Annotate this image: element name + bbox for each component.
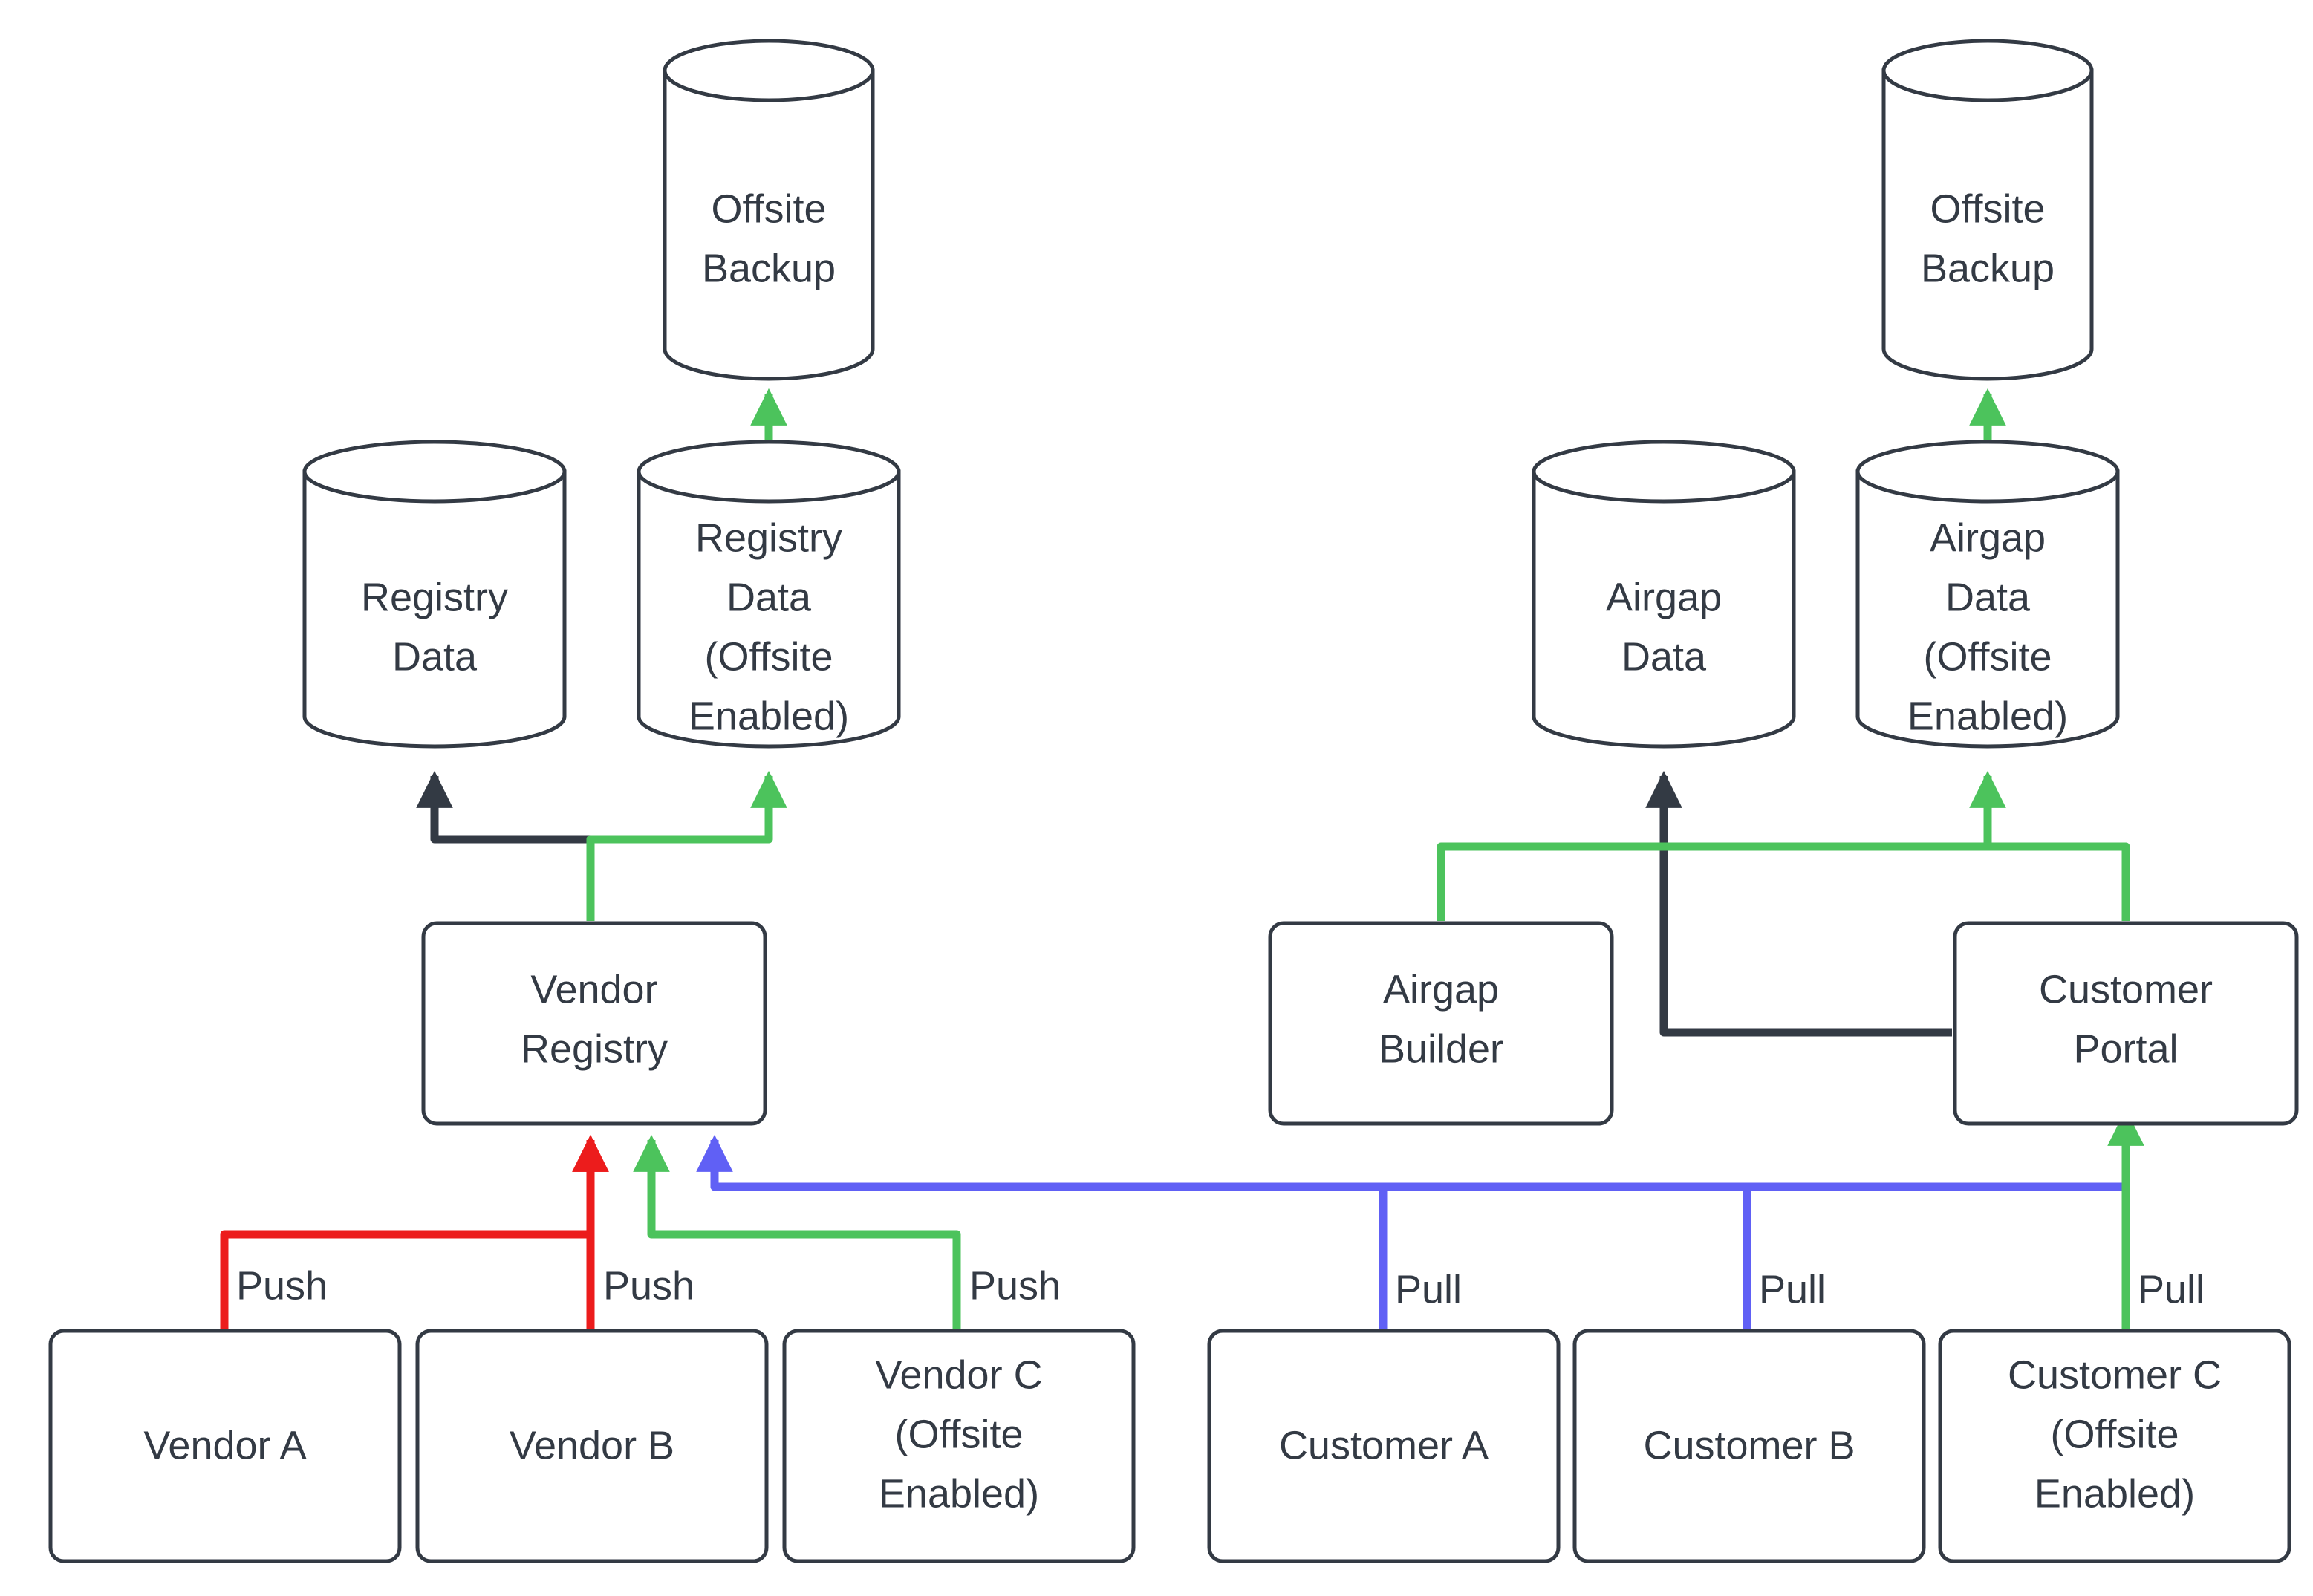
node-label-line: Registry bbox=[695, 515, 842, 560]
edge-layer bbox=[220, 388, 2144, 1329]
node-label-line: Portal bbox=[2073, 1026, 2178, 1071]
edge-label-layer: Push Push Push Pull Pull Pull bbox=[236, 1263, 2205, 1312]
node-vendor-registry[interactable]: Vendor Registry bbox=[421, 921, 767, 1126]
node-label-line: Airgap bbox=[1383, 967, 1499, 1012]
edge-label-push-c: Push bbox=[969, 1263, 1061, 1308]
node-vendor-b[interactable]: Vendor B bbox=[415, 1329, 769, 1563]
node-label-line: (Offsite bbox=[704, 634, 833, 679]
node-label-line: (Offsite bbox=[2050, 1412, 2179, 1456]
edge-label-pull-c: Pull bbox=[2138, 1267, 2205, 1312]
node-vendor-c[interactable]: Vendor C (Offsite Enabled) bbox=[782, 1329, 1136, 1563]
edge-label-push-a: Push bbox=[236, 1263, 328, 1308]
node-customer-a[interactable]: Customer A bbox=[1207, 1329, 1561, 1563]
node-label-line: Backup bbox=[1921, 246, 2055, 290]
node-airgap-data-offsite[interactable]: Airgap Data (Offsite Enabled) bbox=[1855, 440, 2120, 749]
node-label-line: Customer A bbox=[1279, 1423, 1489, 1468]
node-label-line: Registry bbox=[361, 575, 508, 619]
node-label-line: Offsite bbox=[711, 186, 826, 231]
node-label-line: Enabled) bbox=[879, 1471, 1039, 1516]
edge-portal-airgap-store bbox=[1645, 770, 1952, 1037]
node-label-line: Data bbox=[1621, 634, 1707, 679]
node-label-line: Customer bbox=[2039, 967, 2213, 1012]
node-offsite-backup-left[interactable]: Offsite Backup bbox=[663, 39, 875, 381]
node-label-line: Vendor bbox=[530, 967, 657, 1012]
edge-portal-airgap-offsite bbox=[1988, 842, 2130, 921]
node-label-line: Registry bbox=[521, 1026, 668, 1071]
node-label-line: Enabled) bbox=[1907, 694, 2068, 738]
node-label-line: Enabled) bbox=[689, 694, 849, 738]
edge-registry-store bbox=[416, 770, 595, 921]
node-customer-portal[interactable]: Customer Portal bbox=[1953, 921, 2299, 1126]
node-label-line: Vendor B bbox=[510, 1423, 674, 1468]
node-label-line: Airgap bbox=[1930, 515, 2046, 560]
node-label-line: Vendor A bbox=[143, 1423, 306, 1468]
node-label-line: Customer B bbox=[1643, 1423, 1855, 1468]
edge-label-pull-b: Pull bbox=[1759, 1267, 1826, 1312]
node-label-line: Builder bbox=[1379, 1026, 1503, 1071]
node-label-line: Airgap bbox=[1606, 575, 1722, 619]
edge-label-push-b: Push bbox=[603, 1263, 694, 1308]
node-label-line: Backup bbox=[702, 246, 836, 290]
node-customer-b[interactable]: Customer B bbox=[1572, 1329, 1926, 1563]
node-offsite-backup-right[interactable]: Offsite Backup bbox=[1881, 39, 2094, 381]
node-label-line: Data bbox=[1945, 575, 2031, 619]
node-label-line: Enabled) bbox=[2034, 1471, 2195, 1516]
node-label-line: (Offsite bbox=[894, 1412, 1023, 1456]
node-label-line: Vendor C bbox=[875, 1352, 1042, 1397]
node-registry-data[interactable]: Registry Data bbox=[302, 440, 567, 749]
edge-registry-store-offsite bbox=[586, 770, 787, 921]
node-vendor-a[interactable]: Vendor A bbox=[48, 1329, 402, 1563]
node-label-line: Data bbox=[726, 575, 812, 619]
edge-vendor-c-push bbox=[633, 1134, 961, 1329]
node-airgap-builder[interactable]: Airgap Builder bbox=[1268, 921, 1614, 1126]
node-airgap-data[interactable]: Airgap Data bbox=[1532, 440, 1796, 749]
edge-label-pull-a: Pull bbox=[1395, 1267, 1462, 1312]
edge-builder-airgap-offsite bbox=[1437, 770, 2006, 921]
node-label-line: Offsite bbox=[1930, 186, 2045, 231]
node-registry-data-offsite[interactable]: Registry Data (Offsite Enabled) bbox=[637, 440, 901, 749]
node-label-line: Customer C bbox=[2008, 1352, 2222, 1397]
node-label-line: Data bbox=[392, 634, 478, 679]
node-label-line: (Offsite bbox=[1923, 634, 2052, 679]
node-customer-c[interactable]: Customer C (Offsite Enabled) bbox=[1938, 1329, 2291, 1563]
edge-customer-b-pull bbox=[715, 1182, 1751, 1329]
